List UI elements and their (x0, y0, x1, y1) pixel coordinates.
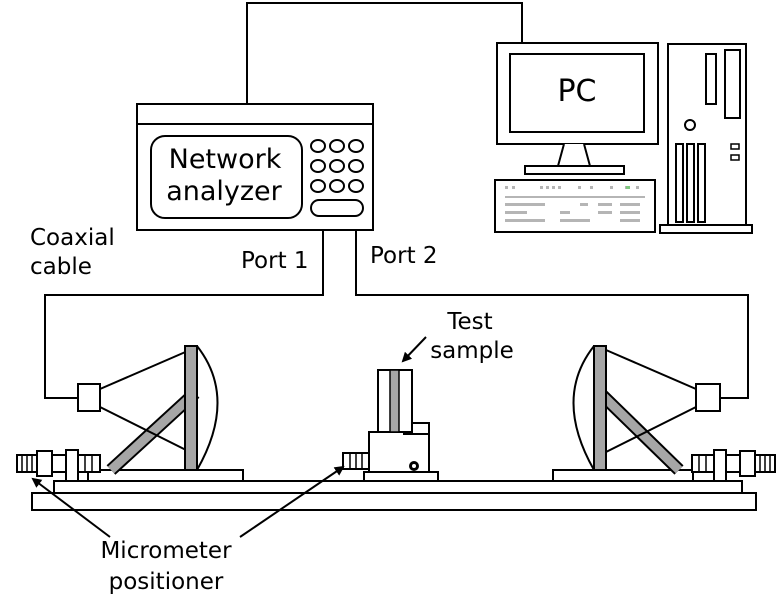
pc-label: PC (557, 74, 596, 109)
micrometer-arrow-center (239, 465, 345, 538)
left-micrometer (16, 449, 101, 482)
network-analyzer (136, 103, 374, 231)
test-sample-label-line1: Test (446, 309, 492, 335)
keyboard (494, 179, 656, 233)
rail-base (31, 480, 757, 511)
test-sample-arrow (401, 336, 427, 363)
test-sample-holder (342, 369, 439, 482)
network-analyzer-label-line1: Network (169, 144, 282, 175)
right-horn-antenna (552, 345, 721, 482)
micrometer-arrow-left (31, 477, 111, 538)
micrometer-label-line2: positioner (109, 569, 224, 595)
coaxial-cable-label-line2: cable (30, 254, 92, 280)
test-sample-label-line2: sample (430, 338, 514, 364)
analyzer-pc-cable (246, 2, 523, 104)
pc-monitor (496, 42, 659, 175)
coaxial-cable-port2 (355, 230, 749, 399)
right-micrometer (691, 449, 776, 482)
port2-label: Port 2 (370, 243, 438, 269)
coaxial-cable-port1 (44, 230, 324, 399)
left-horn-antenna (77, 345, 244, 482)
coaxial-cable-label-line1: Coaxial (30, 225, 115, 251)
network-analyzer-label-line2: analyzer (166, 176, 282, 207)
micrometer-label-line1: Micrometer (100, 538, 232, 564)
pc-tower (659, 43, 753, 234)
port1-label: Port 1 (241, 248, 309, 274)
